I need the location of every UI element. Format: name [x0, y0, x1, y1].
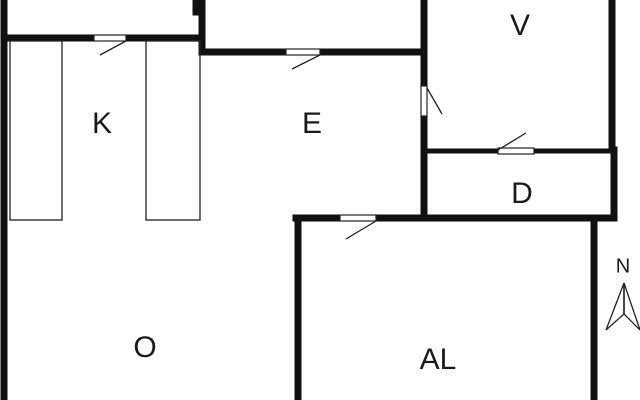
- counter-right: [145, 40, 201, 221]
- doors: [93, 34, 535, 240]
- door-e-top: [285, 48, 321, 70]
- door-d-top: [497, 132, 535, 155]
- room-labels: K E V D O AL: [92, 9, 533, 376]
- door-v-side: [420, 85, 443, 117]
- counter-left: [9, 40, 63, 221]
- door-k-top: [93, 34, 127, 56]
- kitchen-counters: [9, 40, 201, 221]
- north-arrow: N: [605, 255, 640, 331]
- compass-letter: N: [616, 255, 630, 277]
- room-label-o: O: [133, 331, 156, 364]
- door-al-top: [339, 214, 377, 240]
- room-label-al: AL: [420, 343, 457, 376]
- room-label-v: V: [510, 9, 530, 42]
- room-label-d: D: [511, 177, 533, 210]
- compass-icon: [605, 282, 640, 331]
- room-label-e: E: [302, 107, 322, 140]
- room-label-k: K: [92, 107, 112, 140]
